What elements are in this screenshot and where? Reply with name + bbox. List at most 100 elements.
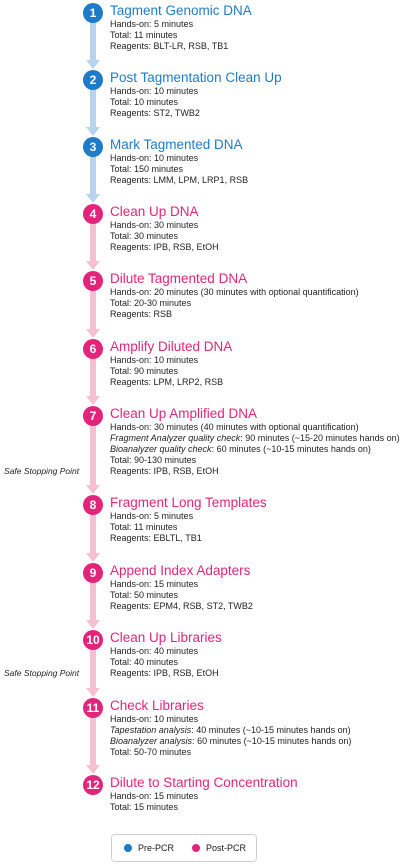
step-detail-label: Total (110, 231, 130, 241)
step-number-badge: 2 (83, 70, 103, 90)
step-detail-value: 90 minutes (134, 366, 179, 376)
legend-post-pcr: Post-PCR (192, 843, 246, 853)
step-number-badge: 8 (83, 495, 103, 515)
step-detail-value: IPB, RSB, EtOH (153, 242, 219, 252)
arrow-head-icon (86, 329, 100, 338)
step-number-badge: 5 (83, 271, 103, 291)
step-detail-line: Reagents: EPM4, RSB, ST2, TWB2 (110, 601, 253, 611)
step-detail-line: Reagents: IPB, RSB, EtOH (110, 668, 219, 678)
step-detail-line: Hands-on: 5 minutes (110, 511, 194, 521)
step-detail-value: 15 minutes (134, 802, 179, 812)
step-detail-label: Reagents (110, 466, 149, 476)
step-detail-line: Fragment Analyzer quality check: 90 minu… (110, 433, 400, 443)
step-detail-value: EPM4, RSB, ST2, TWB2 (153, 601, 253, 611)
step-detail-label: Total (110, 298, 130, 308)
step-detail-line: Total: 11 minutes (110, 522, 178, 532)
step-detail-label: Total (110, 366, 130, 376)
arrow-head-icon (86, 261, 100, 270)
step-detail-value: 40 minutes (~10-15 minutes hands on) (196, 725, 351, 735)
step-title: Fragment Long Templates (110, 495, 267, 510)
step-detail-label: Hands-on (110, 579, 150, 589)
step-number-badge: 4 (83, 204, 103, 224)
step-detail-line: Reagents: IPB, RSB, EtOH (110, 466, 219, 476)
flow-arrow (86, 649, 100, 697)
step-detail-value: 60 minutes (~10-15 minutes hands on) (197, 736, 352, 746)
step-detail-value: LPM, LRP2, RSB (153, 377, 224, 387)
step-detail-value: 30 minutes (40 minutes with optional qua… (154, 422, 359, 432)
legend-pre-pcr: Pre-PCR (124, 843, 174, 853)
step-title: Amplify Diluted DNA (110, 339, 233, 354)
step-detail-line: Total: 50-70 minutes (110, 747, 192, 757)
step-detail-label: Total (110, 747, 130, 757)
step-detail-line: Hands-on: 30 minutes (110, 220, 199, 230)
arrow-head-icon (86, 485, 100, 494)
step-detail-line: Hands-on: 15 minutes (110, 791, 199, 801)
step-detail-value: 60 minutes (~10-15 minutes hands on) (216, 444, 371, 454)
step-detail-line: Total: 15 minutes (110, 802, 179, 812)
step-detail-line: Hands-on: 30 minutes (40 minutes with op… (110, 422, 359, 432)
step-detail-line: Total: 10 minutes (110, 97, 179, 107)
step-detail-label: Reagents (110, 108, 149, 118)
flow-arrow (86, 290, 100, 338)
step-detail-line: Reagents: RSB (110, 309, 173, 319)
legend: Pre-PCR Post-PCR (111, 834, 257, 862)
step-detail-line: Total: 90 minutes (110, 366, 179, 376)
step-number-badge: 10 (83, 630, 103, 650)
step-detail-line: Hands-on: 10 minutes (110, 86, 199, 96)
step-detail-label: Hands-on (110, 511, 150, 521)
step-detail-line: Total: 20-30 minutes (110, 298, 192, 308)
step-detail-label: Reagents (110, 377, 149, 387)
step-detail-label: Bioanalyzer analysis (110, 736, 193, 746)
step-detail-value: 30 minutes (134, 231, 179, 241)
step-detail-line: Reagents: EBLTL, TB1 (110, 533, 202, 543)
post-pcr-dot-icon (192, 844, 200, 852)
step-number-badge: 12 (83, 775, 103, 795)
step-detail-value: 10 minutes (134, 97, 179, 107)
step-detail-value: 40 minutes (134, 657, 179, 667)
step-number-badge: 3 (83, 137, 103, 157)
step-detail-value: 11 minutes (134, 30, 178, 40)
step-detail-label: Total (110, 164, 130, 174)
flow-arrow (86, 582, 100, 629)
step-detail-line: Hands-on: 20 minutes (30 minutes with op… (110, 287, 359, 297)
step-title: Mark Tagmented DNA (110, 137, 243, 152)
step-number-badge: 7 (83, 406, 103, 426)
step-detail-line: Tapestation analysis: 40 minutes (~10-15… (110, 725, 351, 735)
arrow-head-icon (86, 396, 100, 405)
step-detail-line: Reagents: LPM, LRP2, RSB (110, 377, 224, 387)
step-detail-value: IPB, RSB, EtOH (153, 668, 219, 678)
step-detail-label: Hands-on (110, 287, 150, 297)
step-detail-value: 15 minutes (154, 791, 199, 801)
step-detail-label: Total (110, 97, 130, 107)
safe-stopping-point-1: Safe Stopping Point (4, 466, 80, 476)
step-detail-value: 10 minutes (154, 86, 199, 96)
flow-arrow (86, 358, 100, 405)
step-detail-label: Hands-on (110, 220, 150, 230)
pre-pcr-dot-icon (124, 844, 132, 852)
step-detail-label: Hands-on (110, 714, 150, 724)
step-title: Append Index Adapters (110, 563, 251, 578)
step-detail-value: LMM, LPM, LRP1, RSB (153, 175, 249, 185)
step-detail-value: ST2, TWB2 (153, 108, 200, 118)
step-detail-value: 50 minutes (134, 590, 179, 600)
step-detail-label: Hands-on (110, 646, 150, 656)
step-detail-line: Reagents: BLT-LR, RSB, TB1 (110, 41, 229, 51)
step-detail-line: Total: 30 minutes (110, 231, 179, 241)
arrow-head-icon (86, 60, 100, 69)
step-detail-label: Fragment Analyzer quality check (110, 433, 241, 443)
step-detail-line: Bioanalyzer analysis: 60 minutes (~10-15… (110, 736, 352, 746)
step-title: Dilute to Starting Concentration (110, 775, 298, 790)
step-detail-value: 150 minutes (134, 164, 184, 174)
step-detail-label: Total (110, 30, 130, 40)
step-detail-label: Reagents (110, 668, 149, 678)
step-detail-value: 10 minutes (154, 355, 199, 365)
step-title: Dilute Tagmented DNA (110, 271, 248, 286)
arrow-head-icon (86, 194, 100, 203)
flow-arrow (86, 514, 100, 562)
step-detail-label: Reagents (110, 175, 149, 185)
